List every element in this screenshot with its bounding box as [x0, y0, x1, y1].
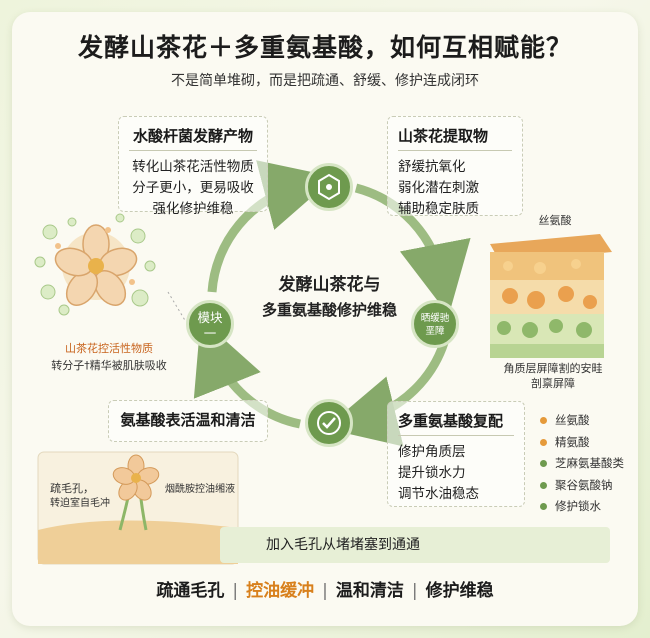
center-line-1: 发酵山茶花与: [278, 275, 381, 295]
footer-item-highlight: 控油缓冲: [246, 581, 315, 601]
footer-item: 修护维稳: [425, 581, 494, 601]
cycle-node-left: 模块 一: [186, 300, 234, 348]
pore-banner: 加入毛孔从堵堵塞到通通: [220, 527, 610, 563]
cycle-arrow-bottom-right: [325, 334, 451, 447]
page-title: 发酵山茶花＋多重氨基酸，如何互相赋能？: [77, 33, 572, 62]
cycle-arrow-bottom-left: [193, 318, 301, 429]
check-shield-icon: [317, 411, 341, 435]
legend-dot: [540, 460, 547, 468]
legend-item: 精氨酸: [540, 432, 624, 454]
box-line: 提升锁水力: [398, 465, 466, 481]
pore-illustration: [37, 451, 239, 565]
pore-left-label-1: 疏毛孔，: [50, 482, 94, 495]
left-caption-1: 山茶花控活性物质: [65, 342, 153, 355]
footer-separator: |: [232, 581, 239, 601]
amino-cleansing-title: 氨基酸表活温和清洁: [120, 411, 256, 429]
legend-label: 聚谷氨酸钠: [555, 477, 613, 492]
box-line: 辅助稳定肤质: [398, 201, 479, 217]
box-line: 弱化潜在刺激: [398, 180, 479, 196]
check-node: [305, 399, 353, 447]
legend-label: 修护锁水: [555, 499, 601, 513]
legend-label: 丝氨酸: [555, 413, 590, 427]
pore-left-label-2: 转迫室自毛冲: [50, 498, 110, 509]
box-line: 舒缓抗氧化: [398, 159, 466, 175]
page-subtitle: 不是简单堆砌，而是把疏通、舒缓、修护连成闭环: [171, 73, 479, 89]
legend-item: 芝麻氨基酸类: [540, 453, 624, 475]
amino-complex-title: 多重氨基酸复配: [398, 410, 514, 436]
cycle-arrow-top-left: [207, 160, 335, 293]
box-line: 转化山茶花活性物质: [132, 159, 254, 175]
footer-item: 温和清洁: [335, 581, 404, 601]
box-line: 调节水油稳态: [398, 486, 479, 502]
footer-separator: |: [322, 581, 328, 601]
fermentation-product-box: 水酸杆菌发酵产物 转化山茶花活性物质 分子更小，更易吸收 强化修护维稳: [118, 116, 268, 217]
cycle-center-label: 发酵山茶花与 多重氨基酸修护维稳: [242, 270, 417, 320]
molecule-icon: [318, 173, 340, 201]
amino-complex-box: 多重氨基酸复配 修护角质层 提升锁水力 调节水油稳态: [387, 401, 525, 507]
legend-item: 聚谷氨酸钠: [540, 475, 624, 497]
amino-cleansing-box: 氨基酸表活温和清洁: [108, 400, 268, 442]
legend-item: 修护锁水: [540, 496, 624, 518]
fermentation-product-title: 水酸杆菌发酵产物: [129, 125, 257, 151]
skin-layers-illustration: [490, 234, 612, 358]
pore-right-label: 烟酰胺控油缃液: [165, 484, 235, 495]
node-label: 垩障: [425, 326, 445, 337]
legend-label: 精氨酸: [555, 434, 590, 449]
node-label: 一: [203, 326, 217, 341]
molecule-node: [305, 163, 353, 211]
skin-bottom-label-2: 剖禀屏障: [531, 377, 575, 390]
amino-legend: 丝氨酸 精氨酸 芝麻氨基酸类 聚谷氨酸钠 修护锁水: [540, 410, 624, 518]
legend-dot: [540, 438, 547, 446]
left-caption-2: 转分子†精华被肌肤吸收: [51, 359, 167, 372]
legend-dot: [540, 417, 547, 425]
camellia-extract-box: 山茶花提取物 舒缓抗氧化 弱化潜在刺激 辅助稳定肤质: [387, 116, 523, 217]
box-line: 强化修护维稳: [152, 201, 234, 217]
cycle-arrow-top-right: [354, 183, 471, 316]
legend-label: 芝麻氨基酸类: [555, 456, 624, 470]
footer-item: 疏通毛孔: [156, 581, 225, 601]
box-line: 分子更小，更易吸收: [132, 180, 254, 196]
legend-dot: [540, 481, 547, 489]
box-line: 修护角质层: [398, 444, 466, 460]
footer-tagline: 疏通毛孔 | 控油缓冲 | 温和清洁 | 修护维稳: [0, 576, 650, 601]
skin-bottom-label-1: 角质层屏障割的安畦: [503, 362, 603, 375]
skin-top-label: 丝氨酸: [538, 214, 572, 227]
legend-item: 丝氨酸: [540, 410, 624, 432]
camellia-extract-title: 山茶花提取物: [398, 125, 512, 151]
center-line-2: 多重氨基酸修护维稳: [261, 301, 397, 319]
camellia-flower-illustration: [34, 213, 156, 316]
node-label: 模块: [197, 310, 223, 325]
cycle-node-right: 晒缓驰 垩障: [411, 300, 459, 348]
footer-separator: |: [411, 581, 418, 601]
legend-dot: [540, 503, 547, 511]
node-label: 晒缓驰: [420, 313, 450, 324]
